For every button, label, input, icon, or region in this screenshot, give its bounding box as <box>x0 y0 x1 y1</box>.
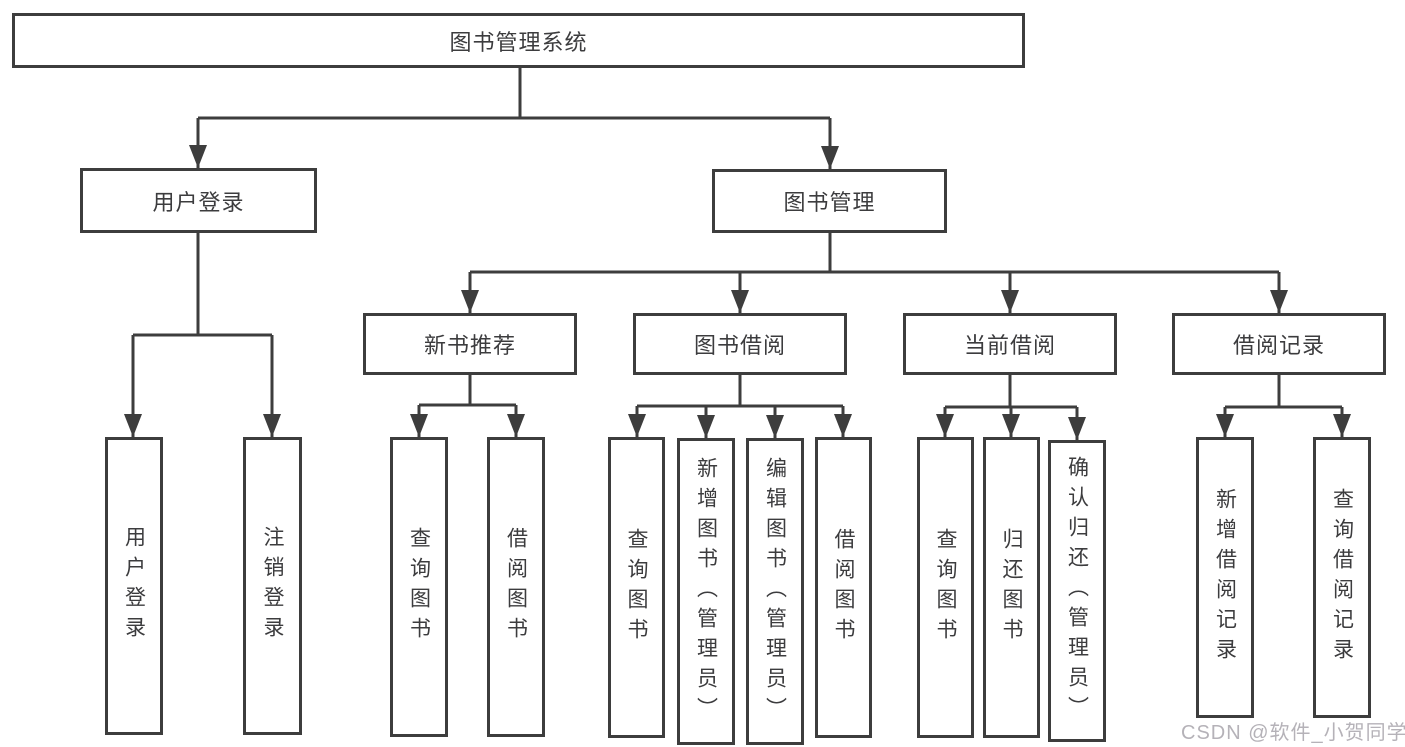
node-book-borrow: 图书借阅 <box>633 313 847 375</box>
leaf-bb-edit-books-admin: 编辑图书（管理员） <box>746 438 804 745</box>
node-current-borrow: 当前借阅 <box>903 313 1117 375</box>
leaf-user-login: 用户登录 <box>105 437 163 735</box>
leaf-nbr-query-books: 查询图书 <box>390 437 448 737</box>
leaf-bb-borrow-books: 借阅图书 <box>815 437 872 738</box>
leaf-nbr-borrow-books: 借阅图书 <box>487 437 545 737</box>
leaf-cb-confirm-return-admin: 确认归还（管理员） <box>1048 440 1106 742</box>
leaf-bb-add-books-admin: 新增图书（管理员） <box>677 438 735 745</box>
node-new-book-recommend: 新书推荐 <box>363 313 577 375</box>
arrowheads <box>124 145 1351 440</box>
leaf-bb-query-books: 查询图书 <box>608 437 665 738</box>
node-book-management: 图书管理 <box>712 169 947 233</box>
node-root: 图书管理系统 <box>12 13 1025 68</box>
node-borrow-record: 借阅记录 <box>1172 313 1386 375</box>
leaf-cb-return-books: 归还图书 <box>983 437 1040 738</box>
leaf-br-add-record: 新增借阅记录 <box>1196 437 1254 718</box>
node-user-login: 用户登录 <box>80 168 317 233</box>
leaf-br-query-record: 查询借阅记录 <box>1313 437 1371 718</box>
leaf-logout: 注销登录 <box>243 437 302 735</box>
csdn-watermark: CSDN @软件_小贺同学 <box>1181 722 1405 744</box>
leaf-cb-query-books: 查询图书 <box>917 437 974 738</box>
